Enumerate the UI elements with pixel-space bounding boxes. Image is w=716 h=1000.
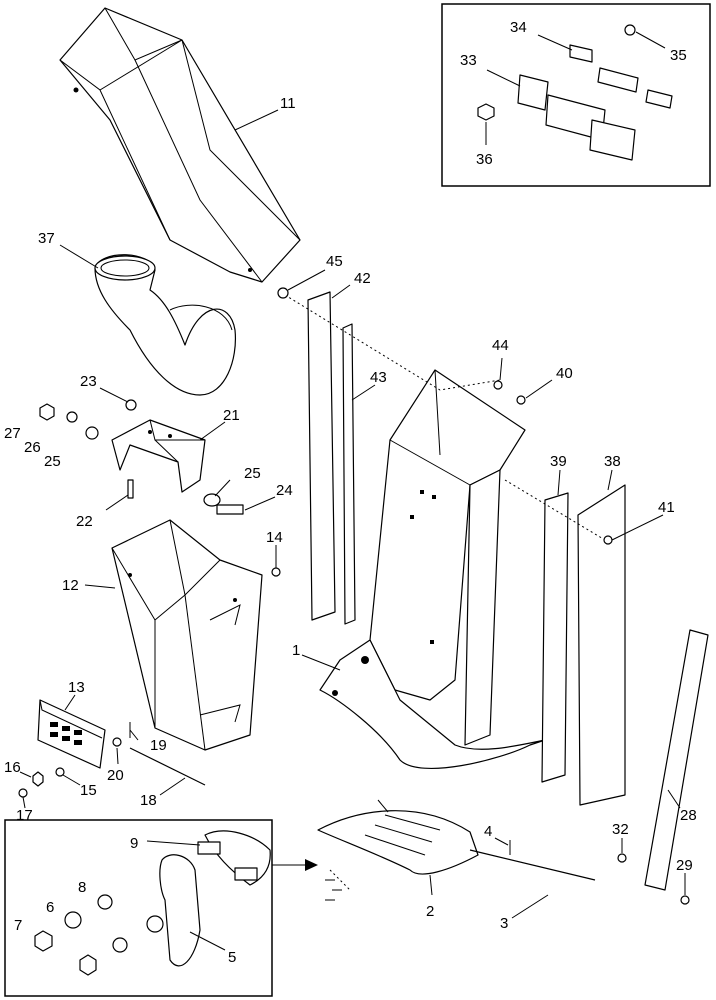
callout-26: 26 <box>24 439 41 456</box>
callout-15: 15 <box>80 782 97 799</box>
callout-27: 27 <box>4 425 21 442</box>
part-38-strip <box>577 484 626 806</box>
part-37-elbow-duct <box>94 254 237 396</box>
callout-43: 43 <box>370 369 387 386</box>
part-13-plate <box>37 699 106 769</box>
part-21-bracket <box>111 419 206 493</box>
part-43-strip <box>342 323 356 625</box>
leader-lines <box>19 31 686 951</box>
callout-labels: 11 37 45 42 43 44 40 23 27 26 25 21 25 2… <box>4 19 697 966</box>
callout-28: 28 <box>680 807 697 824</box>
callout-3: 3 <box>500 915 508 932</box>
callout-21: 21 <box>223 407 240 424</box>
callout-17: 17 <box>16 807 33 824</box>
callout-16: 16 <box>4 759 21 776</box>
callout-1: 1 <box>292 642 300 659</box>
part-1-main-housing <box>319 369 546 770</box>
part-12-lower-chute <box>111 519 263 751</box>
callout-24: 24 <box>276 482 293 499</box>
callout-9: 9 <box>130 835 138 852</box>
hardware-items <box>18 287 690 905</box>
callout-25-lower: 25 <box>244 465 261 482</box>
inset-frame-bottom-left <box>4 819 273 997</box>
callout-12: 12 <box>62 577 79 594</box>
alignment-line-1 <box>284 294 501 391</box>
callout-11: 11 <box>280 95 296 112</box>
part-2-step-plate <box>317 799 479 875</box>
callout-8: 8 <box>78 879 86 896</box>
callout-4: 4 <box>484 823 492 840</box>
callout-29: 29 <box>676 857 693 874</box>
part-42-strip <box>307 291 336 621</box>
callout-25-upper: 25 <box>44 453 61 470</box>
callout-38: 38 <box>604 453 621 470</box>
callout-14: 14 <box>266 529 283 546</box>
callout-13: 13 <box>68 679 85 696</box>
callout-41: 41 <box>658 499 675 516</box>
part-11-upper-chute <box>59 7 301 283</box>
inset-bottom-left-parts <box>34 830 342 976</box>
callout-6: 6 <box>46 899 54 916</box>
inset-frame-top-right <box>441 3 711 187</box>
callout-44: 44 <box>492 337 509 354</box>
callout-42: 42 <box>354 270 371 287</box>
callout-20: 20 <box>107 767 124 784</box>
callout-5: 5 <box>228 949 236 966</box>
callout-39: 39 <box>550 453 567 470</box>
callout-23: 23 <box>80 373 97 390</box>
part-39-strip <box>541 492 569 783</box>
callout-45: 45 <box>326 253 343 270</box>
callout-36: 36 <box>476 151 493 168</box>
part-28-support-bar <box>644 629 709 891</box>
callout-7: 7 <box>14 917 22 934</box>
callout-22: 22 <box>76 513 93 530</box>
callout-40: 40 <box>556 365 573 382</box>
callout-18: 18 <box>140 792 157 809</box>
callout-32: 32 <box>612 821 629 838</box>
part-18-rod <box>129 747 206 786</box>
pointer-arrow <box>272 859 318 871</box>
callout-2: 2 <box>426 903 434 920</box>
part-3-rod <box>469 849 596 881</box>
callout-19: 19 <box>150 737 167 754</box>
callout-33: 33 <box>460 52 477 69</box>
callout-37: 37 <box>38 230 55 247</box>
callout-35: 35 <box>670 47 687 64</box>
callout-34: 34 <box>510 19 527 36</box>
inset-top-right-parts <box>477 24 673 161</box>
